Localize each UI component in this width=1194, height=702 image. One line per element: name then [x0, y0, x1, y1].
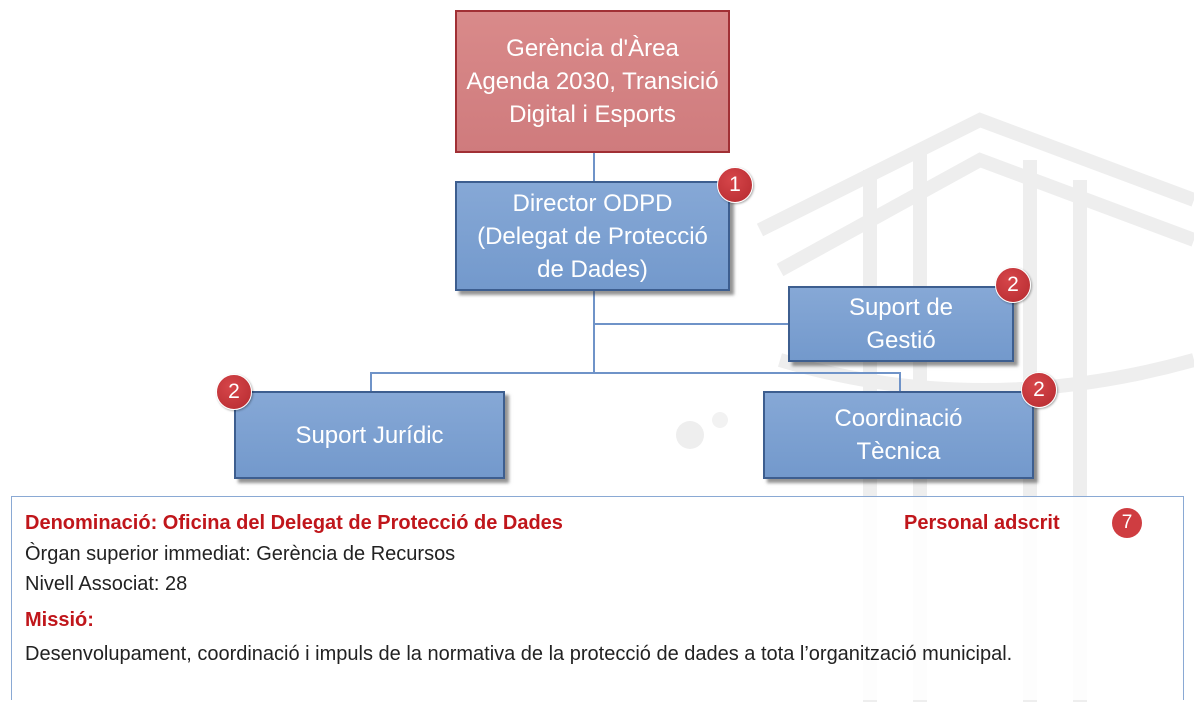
legal-support-box: Suport Jurídic — [234, 391, 505, 479]
legal-support-badge: 2 — [216, 374, 252, 410]
director-badge: 1 — [717, 167, 753, 203]
staff-label: Personal adscrit — [904, 512, 1060, 534]
technical-coordination-box: Coordinació Tècnica — [763, 391, 1034, 479]
associated-level-text: Nivell Associat: 28 — [25, 573, 188, 595]
denomination-heading: Denominació: Oficina del Delegat de Prot… — [25, 512, 563, 534]
director-box: Director ODPD (Delegat de Protecció de D… — [455, 181, 730, 291]
superior-body-text: Òrgan superior immediat: Gerència de Rec… — [25, 543, 456, 565]
legal-support-label: Suport Jurídic — [295, 421, 444, 449]
info-panel: Denominació: Oficina del Delegat de Prot… — [11, 496, 1184, 700]
management-support-box: Suport de Gestió — [788, 286, 1014, 362]
top-management-label: Gerència d'Àrea Agenda 2030, Transició D… — [466, 35, 719, 128]
mission-heading: Missió: — [25, 609, 94, 631]
connector-to-legal-support — [370, 372, 372, 392]
staff-count-badge: 7 — [1112, 508, 1142, 538]
mission-text: Desenvolupament, coordinació i impuls de… — [25, 643, 1013, 665]
connector-director-trunk — [593, 291, 595, 373]
technical-coordination-label: Coordinació Tècnica — [834, 405, 963, 465]
top-management-box: Gerència d'Àrea Agenda 2030, Transició D… — [455, 10, 730, 153]
management-support-label: Suport de Gestió — [848, 294, 954, 354]
management-support-badge: 2 — [995, 267, 1031, 303]
connector-horizontal-bar — [370, 372, 901, 374]
connector-to-technical-coordination — [899, 372, 901, 392]
connector-to-management-support — [593, 323, 788, 325]
technical-coordination-badge: 2 — [1021, 372, 1057, 408]
connector-top-to-director — [593, 153, 595, 181]
director-label: Director ODPD (Delegat de Protecció de D… — [477, 189, 708, 283]
